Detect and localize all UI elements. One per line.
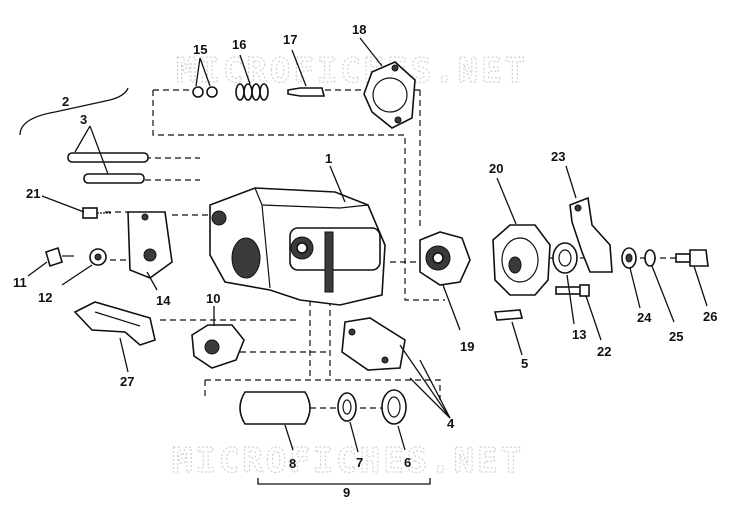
label-16: 16	[232, 37, 246, 52]
label-13: 13	[572, 327, 586, 342]
label-26: 26	[703, 309, 717, 324]
label-1: 1	[325, 151, 332, 166]
nut-12	[89, 248, 107, 266]
orings-15	[192, 86, 218, 98]
label-9: 9	[343, 485, 350, 500]
piston-8	[239, 391, 311, 425]
label-25: 25	[669, 329, 683, 344]
dashed-alignment-lines	[105, 89, 690, 409]
label-8: 8	[289, 456, 296, 471]
label-12: 12	[38, 290, 52, 305]
cover-20	[492, 224, 551, 296]
label-6: 6	[404, 455, 411, 470]
washer-24	[621, 247, 637, 269]
bolt-21	[82, 207, 112, 219]
watermark-bottom: MICROFICHES.NET	[172, 441, 524, 481]
bolt-22	[555, 284, 590, 297]
washer-13	[552, 242, 578, 274]
pin-upper	[67, 152, 149, 163]
label-21: 21	[26, 186, 40, 201]
label-19: 19	[460, 339, 474, 354]
label-23: 23	[551, 149, 565, 164]
plate-14	[127, 211, 173, 279]
spring-16	[235, 83, 269, 101]
bolt-26	[675, 249, 709, 267]
label-14: 14	[156, 293, 171, 308]
label-22: 22	[597, 344, 611, 359]
watermark-top: MICROFICHES.NET	[176, 51, 528, 91]
label-20: 20	[489, 161, 503, 176]
label-15: 15	[193, 42, 207, 57]
label-10: 10	[206, 291, 220, 306]
label-17: 17	[283, 32, 297, 47]
pad-plate-4	[341, 317, 406, 371]
label-7: 7	[356, 455, 363, 470]
seal-7	[337, 392, 357, 422]
label-4: 4	[447, 416, 455, 431]
seal-6	[381, 389, 407, 425]
label-3: 3	[80, 112, 87, 127]
part-labels: 1 2 3 4 5 6 7 8 9 10 11 12 13 14 15 16 1…	[13, 22, 717, 500]
label-11: 11	[13, 275, 27, 290]
housing-19	[419, 231, 471, 286]
label-5: 5	[521, 356, 528, 371]
bushing-10	[191, 324, 245, 369]
bracket-23	[569, 196, 613, 273]
caliper-body	[209, 187, 386, 306]
fitting-11	[45, 246, 74, 268]
gasket-18	[363, 61, 416, 129]
plunger-17	[287, 87, 326, 97]
lockwasher-25	[644, 249, 656, 267]
pin-lower	[83, 173, 145, 184]
label-24: 24	[637, 310, 652, 325]
label-27: 27	[120, 374, 134, 389]
label-18: 18	[352, 22, 366, 37]
leader-lines	[19, 37, 708, 485]
bracket-27	[73, 301, 156, 346]
label-2: 2	[62, 94, 69, 109]
screw-5	[493, 309, 524, 321]
